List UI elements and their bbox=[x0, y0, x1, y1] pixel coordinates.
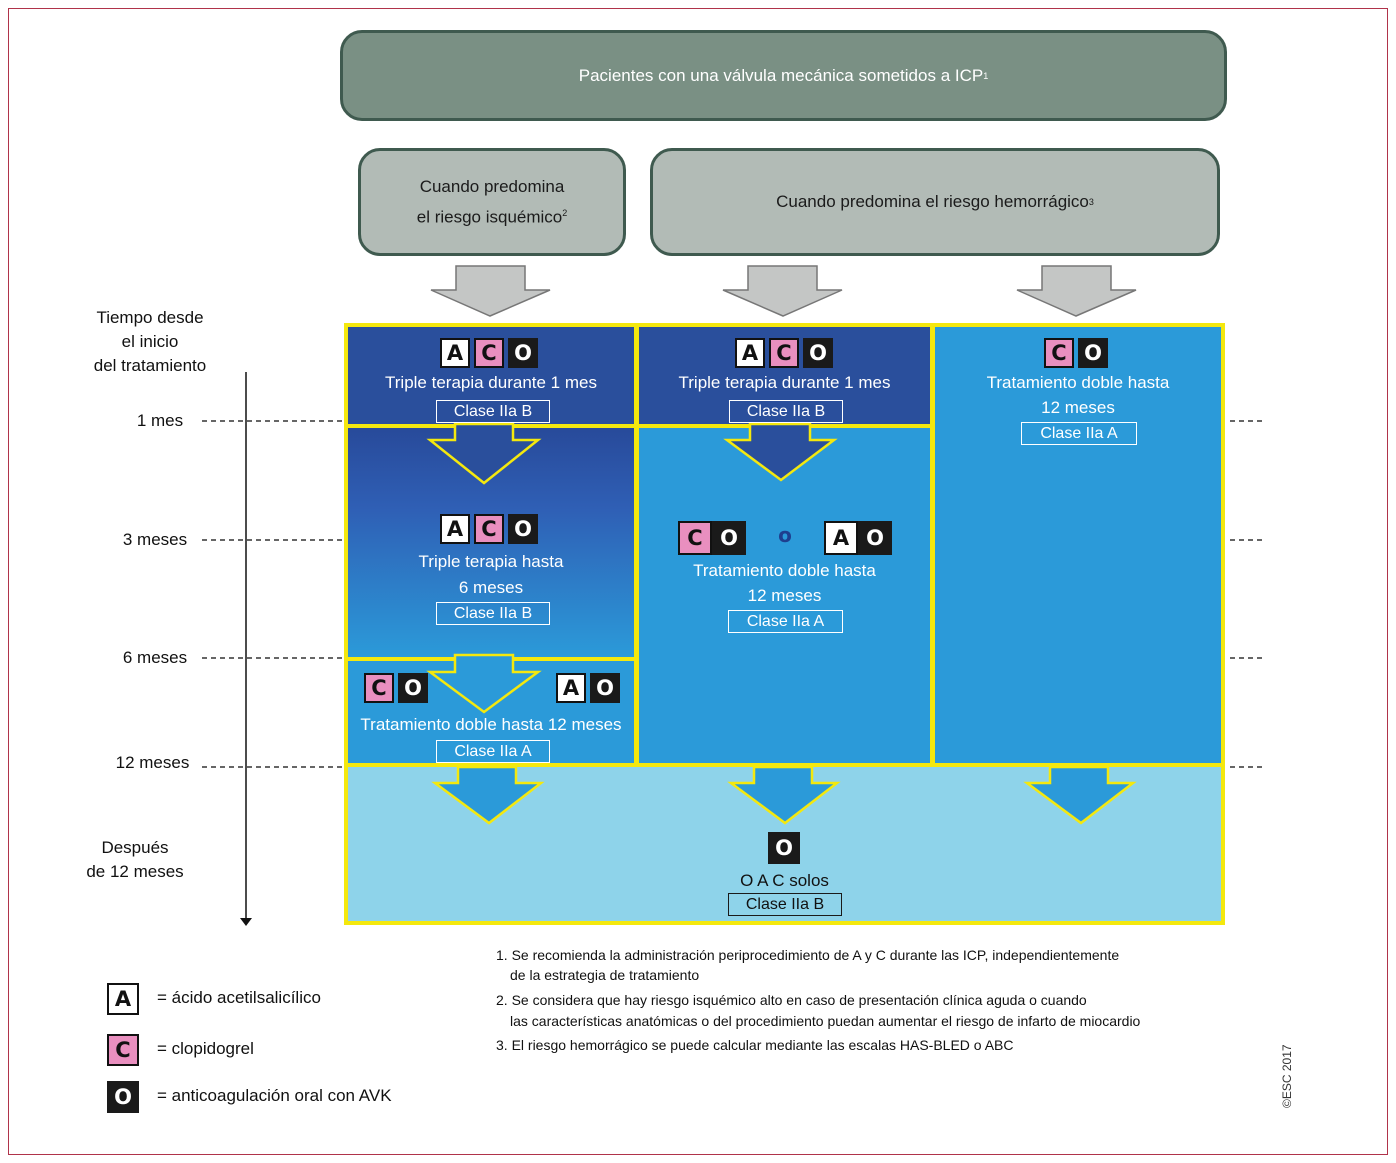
aspirin-icon: A bbox=[107, 983, 139, 1015]
oral-anticoag-icon: O bbox=[858, 521, 892, 555]
timeline-title-line: el inicio bbox=[121, 332, 179, 351]
aspirin-icon: A bbox=[556, 673, 586, 703]
col2-dual-12m-line1: Tratamiento doble hasta bbox=[693, 561, 876, 580]
oral-anticoag-icon: O bbox=[1078, 338, 1108, 368]
footnote-3: 3. El riesgo hemorrágico se puede calcul… bbox=[496, 1037, 1014, 1053]
header-title: Pacientes con una válvula mecánica somet… bbox=[578, 65, 984, 85]
clopidogrel-icon: C bbox=[474, 338, 504, 368]
aspirin-icon: A bbox=[440, 338, 470, 368]
clopidogrel-icon: C bbox=[107, 1034, 139, 1066]
bottom-class-badge: Clase IIa B bbox=[728, 893, 842, 916]
clopidogrel-icon: C bbox=[769, 338, 799, 368]
oral-anticoag-icon: O bbox=[508, 338, 538, 368]
bottom-oac-alone-text: O A C solos bbox=[740, 871, 829, 890]
col1-triple-6m-line1: Triple terapia hasta bbox=[418, 552, 564, 571]
footnote-2-cont: las características anatómicas o del pro… bbox=[510, 1013, 1141, 1029]
legend-aspirin-text: = ácido acetilsalicílico bbox=[157, 988, 321, 1007]
col1-triple-1mes-text: Triple terapia durante 1 mes bbox=[385, 373, 597, 392]
timeline-title-line: del tratamiento bbox=[93, 356, 207, 375]
aspirin-icon: A bbox=[824, 521, 858, 555]
arrow-down-icon bbox=[1016, 265, 1137, 317]
ischemic-label-line2: el riesgo isquémico bbox=[416, 207, 563, 227]
timeline-title: Tiempo desde el inicio del tratamiento bbox=[80, 306, 220, 378]
aspirin-icon: A bbox=[440, 514, 470, 544]
after-label-line: Después bbox=[101, 838, 169, 857]
tick-3-meses: 3 meses bbox=[122, 530, 188, 549]
tick-12-meses: 12 meses bbox=[115, 753, 190, 772]
bleeding-label: Cuando predomina el riesgo hemorrágico bbox=[776, 192, 1089, 211]
oral-anticoag-icon: O bbox=[590, 673, 620, 703]
footnote-1: 1. Se recomienda la administración perip… bbox=[496, 947, 1120, 963]
col2-triple-1mes-text: Triple terapia durante 1 mes bbox=[678, 373, 891, 392]
col1-class-badge: Clase IIa B bbox=[436, 602, 550, 625]
oral-anticoag-icon: O bbox=[712, 521, 746, 555]
col2-dual-12m-line2: 12 meses bbox=[747, 586, 822, 605]
col1-triple-6m-line2: 6 meses bbox=[458, 578, 524, 597]
timeline-title-line: Tiempo desde bbox=[96, 308, 204, 327]
ischemic-branch-box: Cuando predomina el riesgo isquémico2 bbox=[358, 148, 626, 256]
col3-class-badge: Clase IIa A bbox=[1021, 422, 1137, 445]
footnote-1-cont: de la estrategia de tratamiento bbox=[510, 967, 700, 983]
col3-dual-12m-line1: Tratamiento doble hasta bbox=[986, 373, 1170, 392]
arrow-down-icon bbox=[430, 265, 551, 317]
clopidogrel-icon: C bbox=[678, 521, 712, 555]
header-footnote-ref: 1 bbox=[983, 70, 989, 81]
footnote-2: 2. Se considera que hay riesgo isquémico… bbox=[496, 992, 1087, 1008]
aspirin-icon: A bbox=[735, 338, 765, 368]
copyright: ©ESC 2017 bbox=[1280, 1044, 1294, 1108]
oral-anticoag-icon: O bbox=[398, 673, 428, 703]
col1-dual-12m-text: Tratamiento doble hasta 12 meses bbox=[360, 715, 622, 734]
legend-oac-text: = anticoagulación oral con AVK bbox=[157, 1086, 392, 1105]
oral-anticoag-icon: O bbox=[107, 1081, 139, 1113]
figure-frame bbox=[8, 8, 1388, 1155]
col2-class-badge: Clase IIa B bbox=[729, 400, 843, 423]
legend-clopidogrel-text: = clopidogrel bbox=[157, 1039, 254, 1058]
bleeding-footnote-ref: 3 bbox=[1088, 197, 1094, 207]
clopidogrel-icon: C bbox=[364, 673, 394, 703]
after-label-line: de 12 meses bbox=[86, 862, 184, 881]
tick-1-mes: 1 mes bbox=[136, 411, 184, 430]
col2-class-badge: Clase IIa A bbox=[728, 610, 843, 633]
after-12-months-label: Después de 12 meses bbox=[70, 836, 200, 884]
header-box: Pacientes con una válvula mecánica somet… bbox=[340, 30, 1227, 121]
or-separator: o bbox=[778, 523, 792, 547]
col3-dual-12m-line2: 12 meses bbox=[1041, 398, 1115, 417]
ischemic-label-line1: Cuando predomina bbox=[419, 176, 565, 196]
clopidogrel-icon: C bbox=[1044, 338, 1074, 368]
clopidogrel-icon: C bbox=[474, 514, 504, 544]
col1-class-badge: Clase IIa B bbox=[436, 400, 550, 423]
oral-anticoag-icon: O bbox=[768, 832, 800, 864]
oral-anticoag-icon: O bbox=[803, 338, 833, 368]
axis-arrow-icon bbox=[240, 918, 252, 926]
ischemic-footnote-ref: 2 bbox=[562, 207, 568, 218]
oral-anticoag-icon: O bbox=[508, 514, 538, 544]
tick-6-meses: 6 meses bbox=[122, 648, 188, 667]
arrow-down-icon bbox=[722, 265, 843, 317]
col1-class-badge: Clase IIa A bbox=[436, 740, 550, 763]
